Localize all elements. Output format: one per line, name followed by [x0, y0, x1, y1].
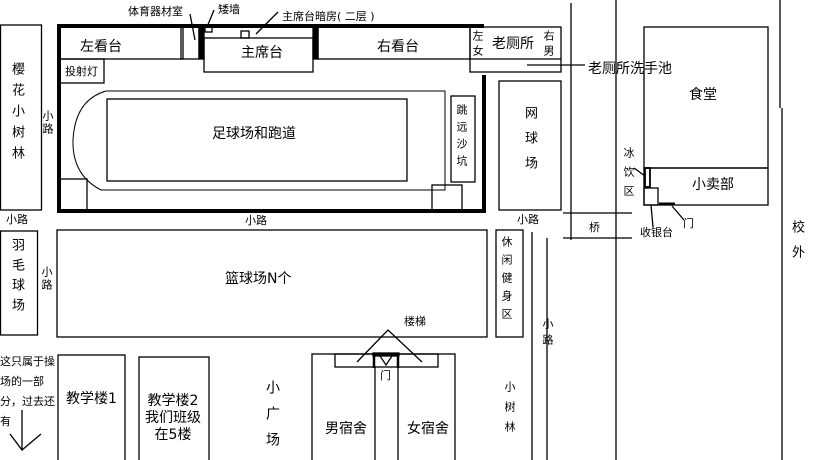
female-dorm-label: 女宿舍: [407, 421, 449, 437]
old-toilet-label: 老厕所: [492, 36, 534, 52]
path-label: 小路: [517, 213, 539, 226]
basketball-label: 篮球场N个: [225, 271, 292, 287]
long-jump-label: 跳远沙坑: [455, 104, 468, 172]
left-stand-label: 左看台: [80, 39, 122, 55]
toilet-left-female: 左女: [471, 30, 484, 60]
path-label: 小路: [41, 110, 54, 136]
floodlight-label: 投射灯: [65, 65, 98, 78]
equipment-room-label: 体育器材室: [128, 5, 183, 18]
shop-label: 小卖部: [692, 177, 734, 193]
path-label: 小路: [245, 214, 267, 227]
low-wall-label: 矮墙: [218, 3, 240, 16]
door-label: 门: [683, 217, 694, 230]
door-label: 门: [380, 369, 391, 382]
path-label: 小路: [6, 213, 28, 226]
main-stand-label: 主席台: [241, 45, 283, 61]
cold-drinks-label: 冰饮区: [622, 147, 635, 204]
building2-label: 教学楼2 我们班级 在5楼: [145, 393, 201, 443]
badminton-label: 羽毛球场: [9, 238, 24, 318]
sink-label: 老厕所洗手池: [588, 61, 672, 77]
right-stand-label: 右看台: [377, 39, 419, 55]
building1-label: 教学楼1: [66, 391, 117, 407]
plaza-label: 小广场: [264, 380, 280, 458]
darkroom-label: 主席台暗房( 二层 ): [282, 10, 375, 23]
tennis-court-label: 网球场: [522, 106, 537, 181]
bridge-label: 桥: [589, 221, 600, 234]
field-label: 足球场和跑道: [212, 126, 296, 142]
outside-school-label: 校外: [789, 220, 804, 270]
leisure-area-label: 休闲健身区: [500, 236, 513, 326]
note-label: 这只属于操 场的一部 分，过去还 有: [0, 355, 55, 428]
toilet-right-male: 右男: [542, 30, 555, 60]
small-grove-label: 小树林: [503, 381, 516, 441]
canteen-label: 食堂: [689, 87, 717, 103]
cashier-label: 收银台: [640, 226, 673, 239]
stairs-label: 楼梯: [404, 315, 426, 328]
sakura-grove-label: 樱花小树林: [9, 62, 24, 167]
path-label: 小路: [541, 318, 554, 350]
male-dorm-label: 男宿舍: [325, 421, 367, 437]
path-label: 小路: [40, 266, 53, 292]
